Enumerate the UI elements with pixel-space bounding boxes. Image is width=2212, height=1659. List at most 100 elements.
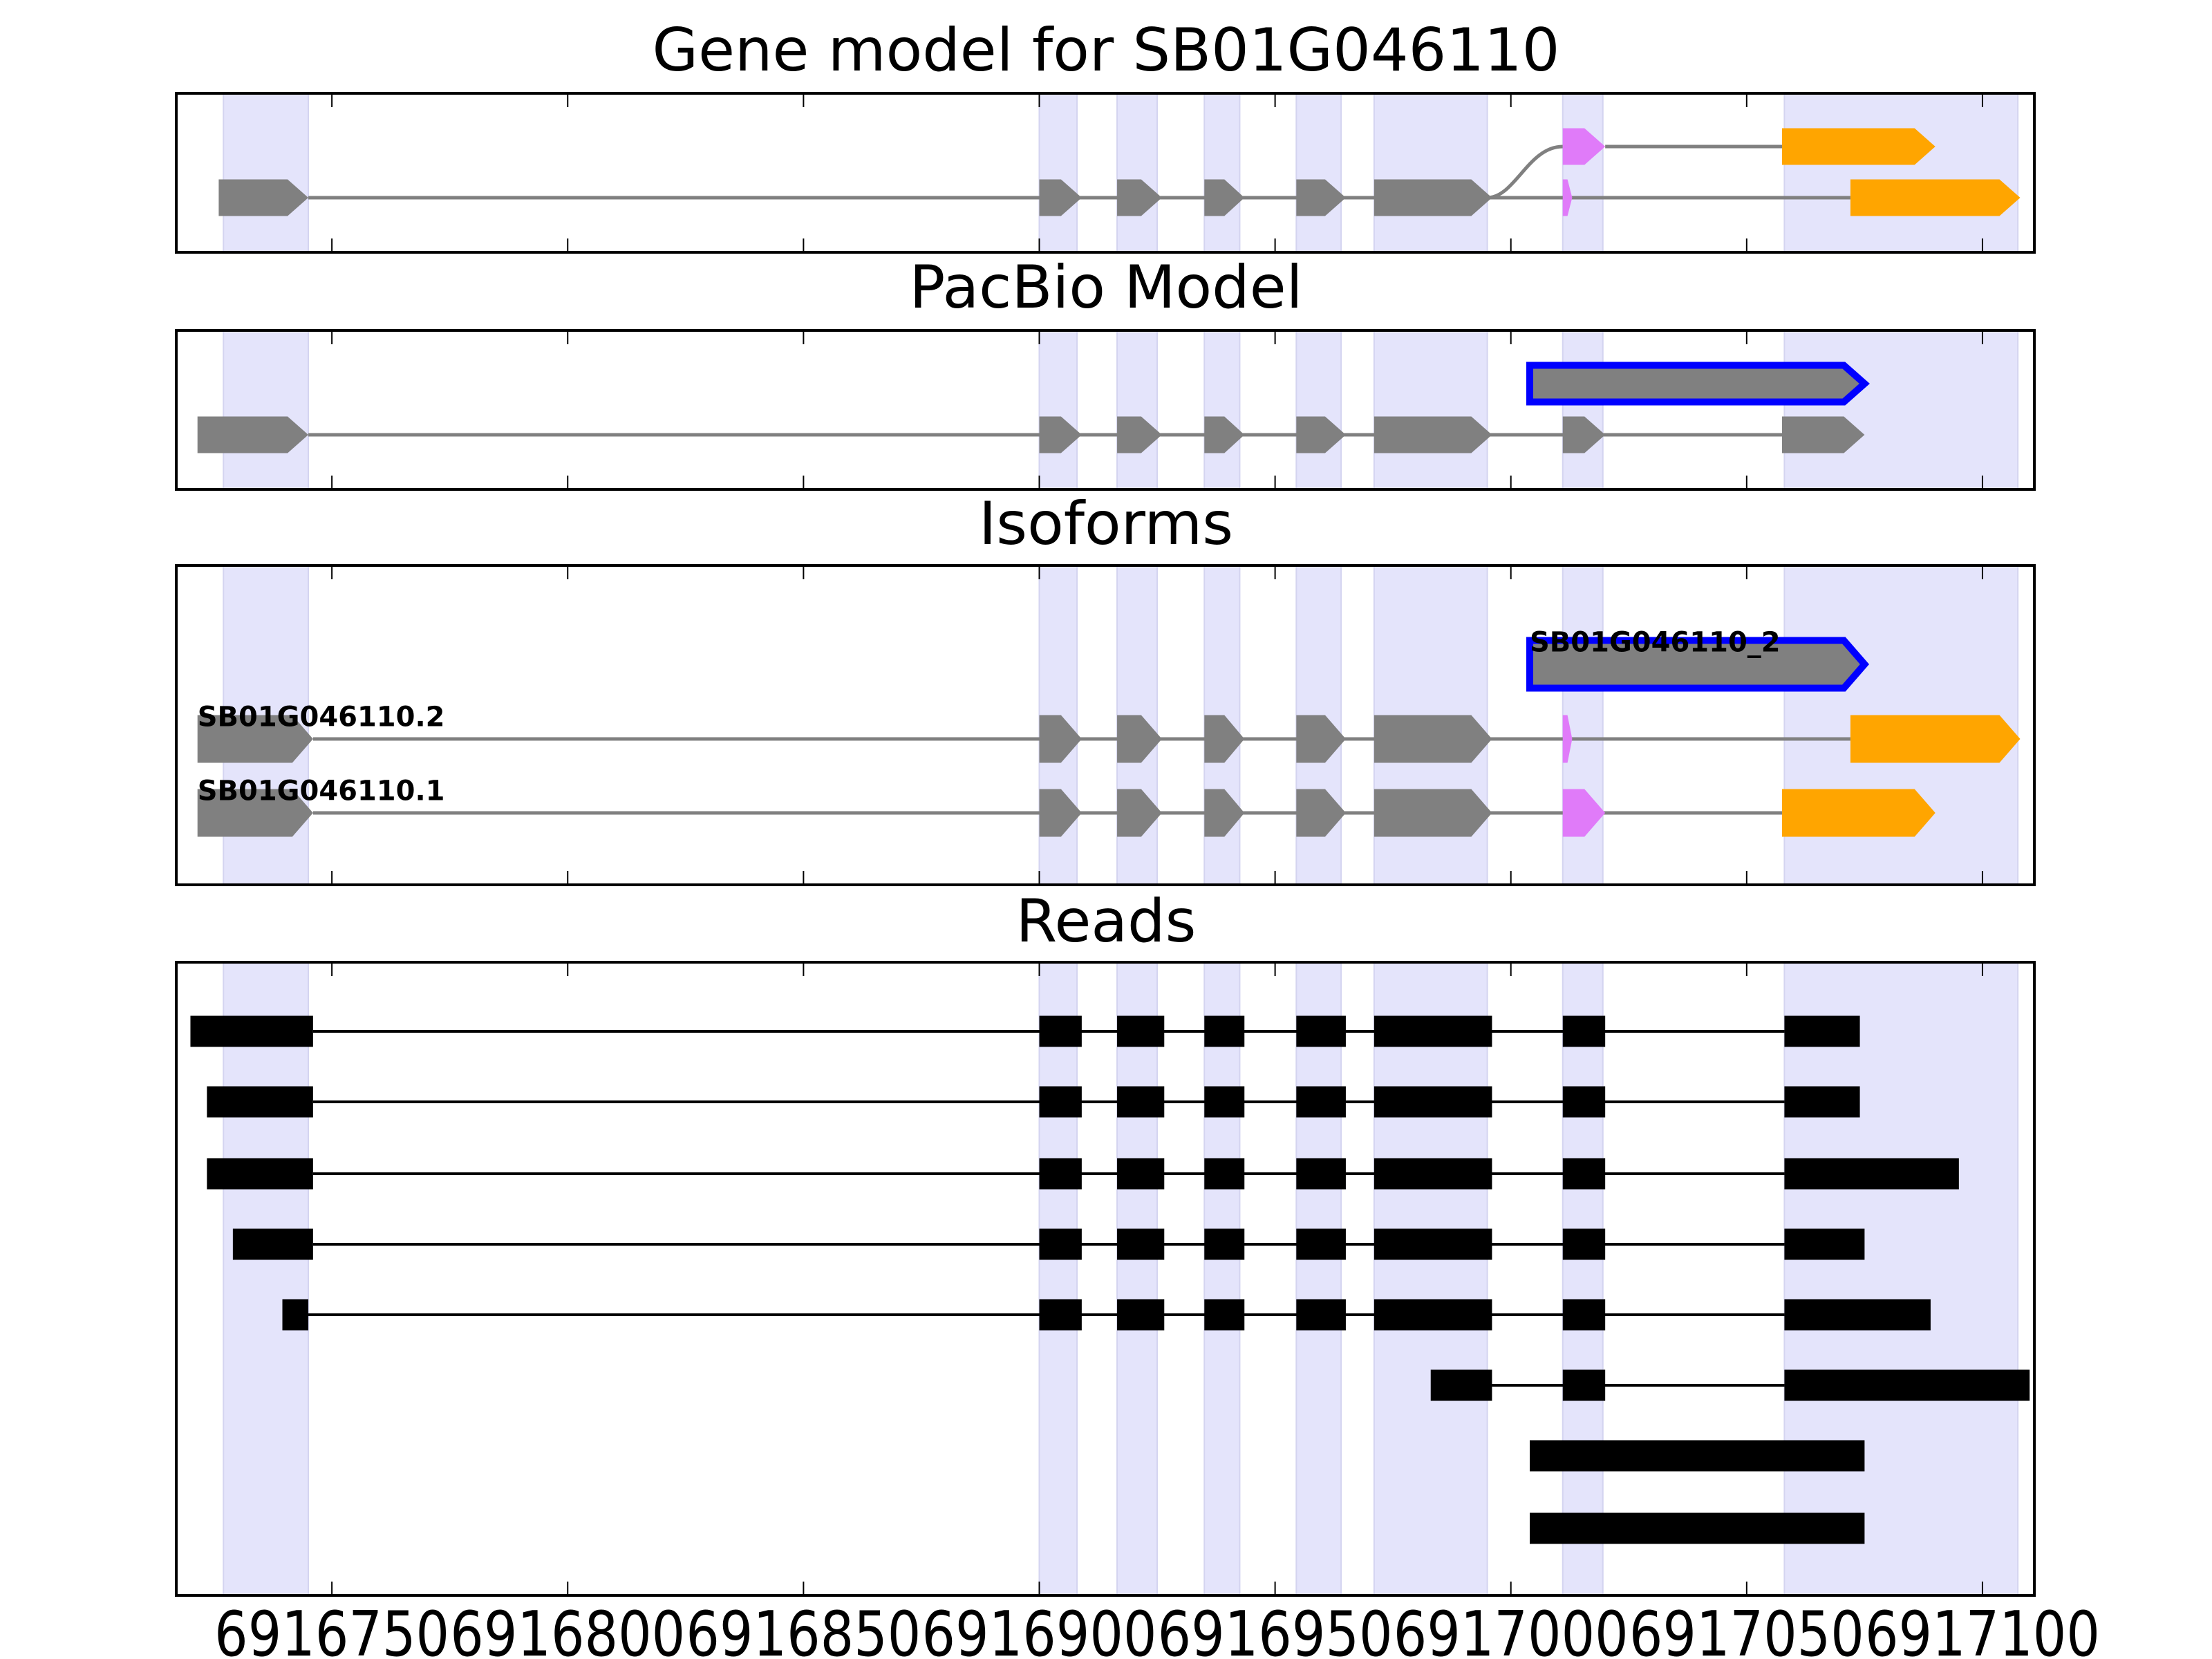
read-block (1562, 1086, 1606, 1118)
transcript (218, 179, 2021, 216)
exon-band (1373, 93, 1488, 253)
axes-frame (175, 329, 2036, 491)
read-block (1296, 1299, 1346, 1331)
read-block (1562, 1158, 1606, 1190)
exon-band (1562, 330, 1604, 490)
read-block (1562, 1299, 1606, 1331)
isoform-label: SB01G046110_2 (1530, 627, 1781, 659)
exon-band (1783, 93, 2019, 253)
read-block (1530, 1440, 1865, 1472)
transcript (197, 416, 1865, 453)
exon-band (223, 93, 310, 253)
exon-band (1295, 330, 1342, 490)
read-block (1117, 1086, 1165, 1118)
exon-cds (1374, 715, 1492, 763)
x-tick-label: 6917050 (1629, 1598, 1864, 1659)
axes-frame (175, 564, 2036, 886)
exon-band (1295, 962, 1342, 1596)
read-block (1039, 1086, 1082, 1118)
exon-band (1203, 330, 1241, 490)
exon-utr5 (1562, 789, 1606, 837)
exon-band (1038, 962, 1078, 1596)
read-block (232, 1228, 313, 1260)
read-block (1374, 1015, 1492, 1047)
exon-cds (1204, 789, 1245, 837)
exon-band (1116, 962, 1159, 1596)
exon-cds (197, 789, 313, 837)
exon-band (1373, 330, 1488, 490)
panel-title: Reads (1016, 887, 1197, 956)
transcript: SB01G046110.2 (197, 702, 2021, 763)
read (282, 1299, 1931, 1331)
exon-cds (1117, 179, 1162, 216)
exon-band (223, 330, 310, 490)
exon-cds (197, 715, 313, 763)
read-block (1204, 1158, 1245, 1190)
exon-cds (1204, 416, 1245, 453)
read-block (1117, 1158, 1165, 1190)
x-tick-label: 6916850 (686, 1598, 921, 1659)
read-block (1784, 1299, 1931, 1331)
transcript (1526, 362, 1870, 406)
read-block (1430, 1369, 1492, 1401)
exon-cds (1039, 416, 1082, 453)
read-block (1039, 1015, 1082, 1047)
exon-cds (1562, 416, 1606, 453)
panel-isoforms: IsoformsSB01G046110_2SB01G046110.2SB01G0… (175, 489, 2036, 886)
exon-cds (1526, 637, 1870, 692)
exon-utr5 (1562, 128, 1606, 165)
exon-cds (1296, 416, 1346, 453)
exon-cds (1374, 789, 1492, 837)
transcript (1487, 128, 1936, 200)
read-block (1530, 1512, 1865, 1544)
exon-cds (1296, 179, 1346, 216)
read (1530, 1512, 1865, 1544)
read-block (1117, 1228, 1165, 1260)
exon-band (223, 962, 310, 1596)
exon-cds (1039, 789, 1082, 837)
panel-gene-model-for-sb01g046110: Gene model for SB01G046110 (175, 16, 2036, 254)
exon-cds (1039, 179, 1082, 216)
read-block (1296, 1158, 1346, 1190)
exon-band (1783, 962, 2019, 1596)
x-tick-label: 6916800 (450, 1598, 685, 1659)
read-block (1296, 1228, 1346, 1260)
read-block (1039, 1228, 1082, 1260)
exon-band (1295, 93, 1342, 253)
exon-cds (1374, 179, 1492, 216)
read-block (1562, 1228, 1606, 1260)
read-block (1204, 1086, 1245, 1118)
exon-utr3 (1782, 128, 1936, 165)
axes-frame (175, 961, 2036, 1597)
transcript: SB01G046110.1 (197, 776, 1936, 837)
read-block (1374, 1299, 1492, 1331)
exon-band (1038, 330, 1078, 490)
exon-utr5 (1562, 179, 1573, 216)
intron-connector (1487, 144, 1563, 200)
read (190, 1015, 1860, 1047)
x-tick-label: 6917000 (1394, 1598, 1629, 1659)
read-block (1296, 1086, 1346, 1118)
exon-cds (1204, 179, 1245, 216)
exon-band (1562, 93, 1604, 253)
x-tick-label: 6917100 (1865, 1598, 2100, 1659)
x-tick-label: 6916950 (1158, 1598, 1393, 1659)
panel-pacbio-model: PacBio Model (175, 253, 2036, 491)
exon-cds (1117, 789, 1162, 837)
exon-cds (1782, 416, 1865, 453)
read-block (1039, 1158, 1082, 1190)
exon-utr3 (1850, 715, 2021, 763)
read-block (1374, 1158, 1492, 1190)
exon-cds (218, 179, 309, 216)
read-block (1204, 1228, 1245, 1260)
read-block (1784, 1015, 1860, 1047)
read-block (1117, 1299, 1165, 1331)
exon-band (1203, 962, 1241, 1596)
read-block (1204, 1299, 1245, 1331)
read-block (1117, 1015, 1165, 1047)
panel-title: PacBio Model (909, 253, 1302, 322)
read-block (1562, 1015, 1606, 1047)
exon-cds (197, 416, 309, 453)
panel-reads: Reads (175, 887, 2036, 1597)
